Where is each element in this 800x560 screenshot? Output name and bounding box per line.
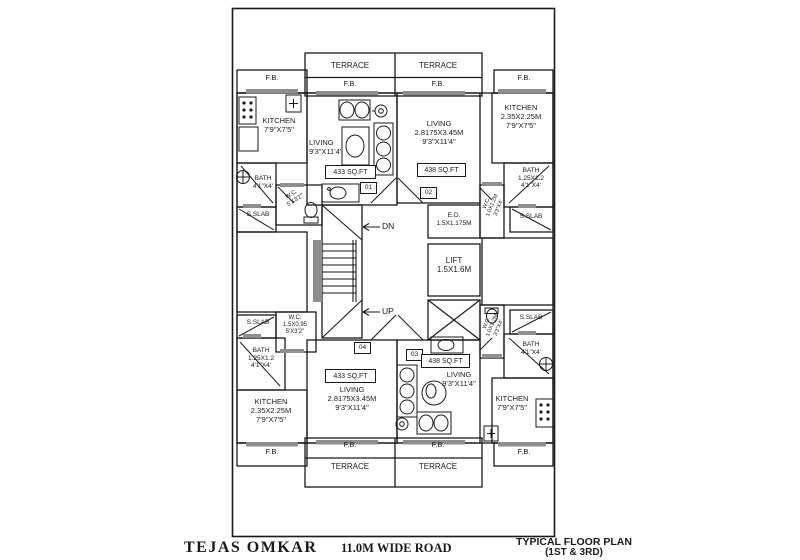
lift-label: LIFT 1.5X1.6M	[436, 256, 472, 275]
bath-04-label: BATH 1.25X1.2 4'1"X4'	[247, 347, 275, 370]
kitchen-sink-icon	[285, 94, 302, 113]
door-swing-lines	[238, 165, 552, 387]
terrace-top-right-label: TERRACE	[418, 61, 458, 70]
bath-02-label: BATH 1.25X1.2 4'1"X4'	[517, 167, 545, 190]
washbasin-icon	[539, 357, 553, 371]
area-04-label: 433 SQ.FT	[325, 369, 376, 383]
stove-icon	[238, 96, 259, 152]
fb-far-bottom-right-label: F.B.	[517, 447, 531, 456]
area-03-label: 438 SQ.FT	[421, 354, 470, 368]
toilet-icon	[303, 202, 319, 224]
bath-01-label: BATH 4'1"X4'	[253, 175, 273, 190]
flat-03-number: 03	[406, 349, 423, 361]
sslab-top-left-label: S.SLAB	[246, 211, 270, 218]
fb-far-top-right-label: F.B.	[517, 73, 531, 82]
terrace-bottom-left-label: TERRACE	[330, 462, 370, 471]
toilet-icon	[484, 307, 499, 324]
void-right-room	[481, 237, 554, 306]
stair-up-label: UP	[382, 306, 394, 316]
flat-04-number: 04	[354, 342, 371, 354]
terrace-bottom-container	[304, 437, 483, 488]
lobby-basin-icon	[430, 336, 464, 354]
terrace-top-container	[304, 52, 483, 97]
washbasin-icon	[236, 170, 250, 184]
area-02-label: 438 SQ.FT	[417, 163, 466, 177]
project-name-title: TEJAS OMKAR	[184, 539, 318, 556]
living-02-label: LIVING 2.8175X3.45M 9'3"X11'4"	[414, 119, 464, 146]
area-01-label: 433 SQ.FT	[325, 165, 376, 179]
sofa-icon	[338, 99, 394, 176]
lift-room	[427, 243, 481, 297]
sofa-icon	[395, 364, 452, 435]
living-01-label: LIVING 9'3"X11'4"	[309, 138, 343, 156]
terrace-top-left-label: TERRACE	[330, 61, 370, 70]
fb-top-left-inner-label: F.B.	[343, 79, 357, 88]
fb-bottom-left-inner-label: F.B.	[343, 440, 357, 449]
kitchen-03-label: KITCHEN 7'9"X7'5"	[495, 394, 529, 412]
void-left-room	[236, 231, 308, 313]
road-label: 11.0M WIDE ROAD	[341, 541, 452, 555]
fb-far-bottom-left-label: F.B.	[265, 447, 279, 456]
flat-02-number: 02	[420, 187, 437, 199]
stove-icon	[535, 398, 554, 428]
sheet-border	[231, 7, 556, 538]
stair-dn-label: DN	[382, 221, 395, 231]
electrical-duct-label: E.D. 1.5X1.175M	[436, 212, 472, 227]
lift-shaft-box	[427, 299, 481, 341]
lift-shaft-x-icon	[427, 299, 481, 341]
wc-04-label: W.C. 1.5X0.95 5'X3'2"	[282, 315, 308, 336]
sslab-bottom-left-label: S.SLAB	[246, 319, 270, 326]
living-03-label: LIVING 9'3"X11'4"	[442, 370, 476, 388]
kitchen-01-label: KITCHEN 7'9"X7'5"	[262, 116, 296, 134]
bath-03-label: BATH 4'1"X4'	[521, 341, 541, 356]
fb-top-right-inner-label: F.B.	[431, 79, 445, 88]
window-sills	[243, 89, 546, 447]
flat-01-number: 01	[360, 182, 377, 194]
plan-subtitle: (1ST & 3RD)	[545, 547, 603, 558]
kitchen-02-label: KITCHEN 2.35X2.25M 7'9"X7'5"	[500, 103, 542, 130]
stair-direction-arrows	[362, 223, 380, 316]
fb-bottom-right-inner-label: F.B.	[431, 440, 445, 449]
living-02-room	[396, 92, 481, 204]
stair-treads	[321, 204, 363, 339]
electrical-duct-room	[427, 204, 481, 239]
kitchen-04-label: KITCHEN 2.35X2.25M 7'9"X7'5"	[250, 397, 292, 424]
living-04-label: LIVING 2.8175X3.45M 9'3"X11'4"	[327, 385, 377, 412]
plan-title: TYPICAL FLOOR PLAN	[516, 536, 632, 548]
lobby-basin-icon	[321, 183, 360, 203]
kitchen-sink-icon	[483, 425, 499, 442]
sslab-bottom-right-label: S.SLAB	[519, 314, 543, 321]
sslab-top-right-label: S.SLAB	[519, 213, 543, 220]
fb-far-top-left-label: F.B.	[265, 73, 279, 82]
terrace-bottom-right-label: TERRACE	[418, 462, 458, 471]
